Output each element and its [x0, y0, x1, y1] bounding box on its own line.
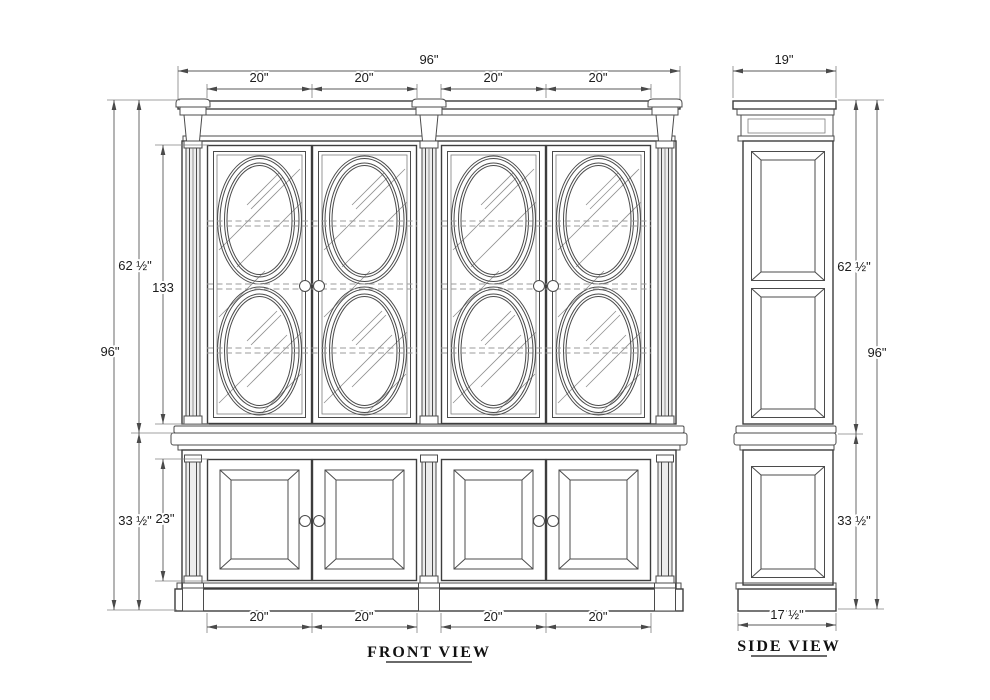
dim-label-side-lower-height: 33 ½" [837, 513, 871, 528]
side-lower-panel [751, 466, 825, 578]
dim-label-bottom-door-1: 20" [249, 609, 268, 624]
side-base-plinth [735, 582, 837, 612]
side-upper-case [742, 140, 834, 425]
dim-label-side-top-depth: 19" [774, 52, 793, 67]
dim-front-heights: 96" 62 ½" 33 ½" 133 23" [98, 99, 209, 611]
shelf-dashed-lines [207, 220, 651, 354]
dim-label-top-door-2: 20" [354, 70, 373, 85]
lower-panel-door-2 [311, 458, 418, 582]
side-lower-case [742, 449, 834, 586]
pilaster-right [647, 98, 683, 612]
dim-label-top-door-4: 20" [588, 70, 607, 85]
dim-label-side-upper-height: 62 ½" [837, 259, 871, 274]
dimension-annotations: 96" 20" 20" 20" 20" [98, 50, 889, 633]
lower-panel-door-3 [440, 458, 547, 582]
front-view-drawing [170, 98, 688, 612]
dim-label-bottom-door-3: 20" [483, 609, 502, 624]
lower-panel-door-4 [545, 458, 652, 582]
dim-front-top-door-widths: 20" 20" 20" 20" [206, 68, 652, 98]
side-upper-panel-2 [751, 288, 825, 418]
side-counter-band [733, 425, 837, 451]
lower-door-knobs [299, 515, 559, 527]
dim-label-bottom-door-2: 20" [354, 609, 373, 624]
dim-label-bottom-door-4: 20" [588, 609, 607, 624]
dim-label-overall-width: 96" [419, 52, 438, 67]
dim-front-bottom-door-widths: 20" 20" 20" 20" [206, 607, 652, 633]
upper-door-knobs [299, 280, 559, 292]
dim-side-top-depth: 19" [732, 50, 837, 98]
dim-label-front-overall-height: 96" [100, 344, 119, 359]
dim-label-top-door-1: 20" [249, 70, 268, 85]
dim-label-front-lower-height: 33 ½" [118, 513, 152, 528]
dim-label-front-upper-opening: 133 [152, 280, 174, 295]
side-upper-panel-1 [751, 151, 825, 281]
dim-label-top-door-3: 20" [483, 70, 502, 85]
side-view-drawing [732, 100, 837, 612]
dim-side-bottom-depth: 17 ½" [737, 605, 837, 631]
side-crown-cornice [732, 100, 837, 142]
front-counter-band [170, 425, 688, 451]
dim-label-side-overall-height: 96" [867, 345, 886, 360]
front-view-title: FRONT VIEW [367, 644, 491, 661]
pilaster-left [175, 98, 211, 612]
dim-front-overall-width: 96" [177, 50, 681, 99]
side-view-title: SIDE VIEW [737, 638, 841, 655]
dim-label-front-upper-height: 62 ½" [118, 258, 152, 273]
dim-side-heights: 62 ½" 33 ½" 96" [835, 99, 889, 610]
dim-label-front-lower-door: 23" [155, 511, 174, 526]
dim-label-side-bottom-depth: 17 ½" [770, 607, 804, 622]
front-lower-case [181, 449, 677, 589]
lower-panel-door-1 [206, 458, 313, 582]
